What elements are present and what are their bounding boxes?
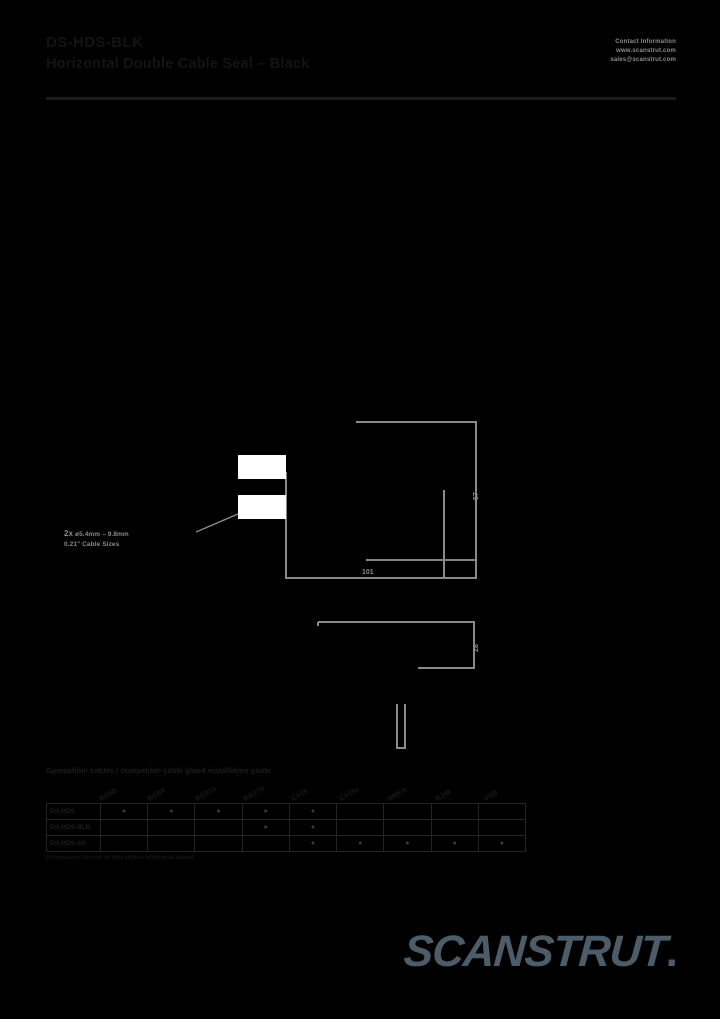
column-header-6: NMEA — [386, 786, 409, 803]
cell-0-4: ● — [288, 803, 338, 820]
table-column-headers: RG58 RG8X RG213 RG174 CAT5 CAT5e NMEA RJ… — [94, 777, 526, 803]
contact-information: Contact Information www.scanstrut.com sa… — [610, 38, 676, 65]
cable-aperture-lower — [238, 495, 286, 519]
cell-2-0 — [99, 835, 149, 852]
row-label-0: DS-HDS — [46, 803, 101, 820]
cell-mark: ● — [121, 808, 127, 815]
row-label-2: DS-HDS-SS — [46, 835, 101, 852]
cell-1-3: ● — [241, 819, 290, 836]
cell-0-0: ● — [99, 803, 149, 820]
cell-mark: ● — [405, 840, 410, 847]
column-header-7: RJ45 — [434, 788, 453, 803]
cell-mark: ● — [263, 808, 268, 815]
drawing-svg: 101 57 28 — [195, 421, 480, 749]
cell-1-1 — [147, 819, 196, 836]
cell-0-7 — [430, 803, 479, 820]
cell-mark: ● — [499, 840, 504, 847]
cell-mark: ● — [310, 808, 316, 815]
cell-2-5: ● — [336, 835, 385, 852]
callout-diameter-range: ø5.4mm – 9.8mm — [75, 531, 129, 538]
cell-1-4: ● — [288, 819, 338, 836]
cell-0-5 — [336, 803, 385, 820]
table-caption: Compatible cables / compatible cable gla… — [46, 766, 272, 775]
compatibility-table: DS-HDS ● ● ● ● ● DS-HDS-BLK ● — [46, 803, 527, 852]
scanstrut-logo: SCANSTRUT. — [403, 927, 680, 977]
contact-email[interactable]: sales@scanstrut.com — [610, 57, 676, 63]
callout-cable-sizes: 0.21" Cable Sizes — [64, 540, 120, 548]
table-footnote: Dimensions shown in mm unless otherwise … — [46, 855, 195, 861]
cell-2-6: ● — [383, 835, 432, 852]
cable-aperture-upper — [238, 455, 286, 479]
cell-0-1: ● — [147, 803, 196, 820]
cell-2-3 — [241, 835, 290, 852]
cell-2-1 — [147, 835, 196, 852]
cell-2-7: ● — [430, 835, 479, 852]
cell-2-4: ● — [288, 835, 338, 852]
dimension-width-label: 101 — [362, 569, 374, 576]
column-header-8: USB — [482, 789, 500, 803]
cell-mark: ● — [310, 824, 316, 831]
cell-0-8 — [477, 803, 527, 820]
column-header-1: RG8X — [146, 787, 167, 803]
page-title: Horizontal Double Cable Seal – Black — [46, 55, 310, 72]
contact-heading: Contact Information — [615, 39, 676, 45]
cell-0-3: ● — [241, 803, 290, 820]
table-row: DS-HDS-SS ● ● ● ● ● — [46, 835, 527, 852]
document-code: DS-HDS-BLK — [46, 34, 144, 51]
page-header: DS-HDS-BLK Horizontal Double Cable Seal … — [46, 34, 676, 74]
column-header-0: RG58 — [98, 787, 119, 803]
column-header-3: RG174 — [242, 785, 266, 803]
cell-1-0 — [99, 819, 149, 836]
cable-size-callout: 2x ø5.4mm – 9.8mm 0.21" Cable Sizes — [64, 528, 214, 549]
column-header-5: CAT5e — [338, 785, 362, 803]
logo-wordmark: SCANSTRUT — [402, 927, 669, 976]
callout-quantity: 2x — [64, 529, 74, 538]
technical-drawing: 101 57 28 2x ø5.4mm – 9.8mm 0.21" Cable … — [46, 400, 676, 760]
cell-mark: ● — [169, 808, 174, 815]
logo-dot: . — [665, 927, 680, 976]
callout-leader-line — [195, 513, 239, 533]
contact-website[interactable]: www.scanstrut.com — [616, 48, 676, 54]
row-label-1: DS-HDS-BLK — [46, 819, 101, 836]
cell-0-6 — [383, 803, 432, 820]
cell-1-2 — [194, 819, 243, 836]
cell-mark: ● — [216, 808, 221, 815]
table-row: DS-HDS-BLK ● ● — [46, 819, 527, 836]
cell-1-6 — [383, 819, 432, 836]
cell-mark: ● — [452, 840, 457, 847]
compatibility-table-block: Compatible cables / compatible cable gla… — [46, 766, 527, 861]
cell-mark: ● — [358, 840, 363, 847]
dimension-depth-label: 28 — [473, 644, 480, 652]
cell-2-2 — [194, 835, 243, 852]
cell-1-7 — [430, 819, 479, 836]
cell-2-8: ● — [477, 835, 527, 852]
cell-1-8 — [477, 819, 527, 836]
column-header-2: RG213 — [194, 785, 218, 803]
header-divider — [46, 97, 676, 100]
cell-mark: ● — [310, 840, 316, 847]
cell-1-5 — [336, 819, 385, 836]
column-header-4: CAT5 — [290, 787, 310, 803]
dimension-height-label: 57 — [473, 492, 480, 500]
cell-mark: ● — [263, 824, 268, 831]
table-row: DS-HDS ● ● ● ● ● — [46, 803, 527, 820]
cell-0-2: ● — [194, 803, 243, 820]
